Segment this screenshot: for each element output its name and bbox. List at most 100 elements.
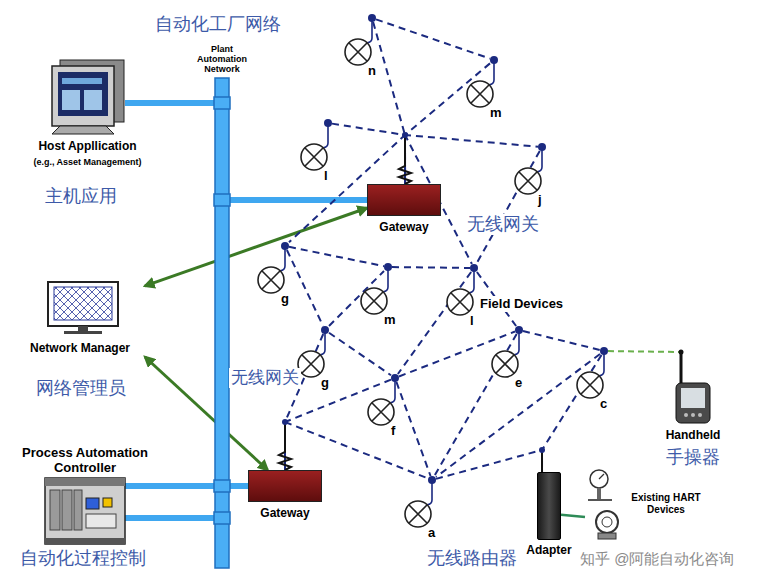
monitor-base: [64, 331, 102, 334]
field-device: e: [515, 326, 523, 334]
mesh-connector: [287, 250, 323, 326]
cabinet-top: [45, 478, 125, 486]
field-device-icon: [298, 330, 325, 377]
device-letter: j: [538, 193, 542, 207]
hart-label: Existing HART Devices: [624, 492, 708, 516]
mesh-connector: [289, 247, 384, 266]
handheld-antenna: [680, 352, 683, 384]
field-device: m: [384, 263, 392, 271]
field-device-icon: [515, 147, 542, 194]
handheld-button: [691, 413, 695, 417]
router-caption: 无线路由器: [427, 548, 517, 569]
mesh-connector: [392, 266, 470, 269]
field-device: a: [428, 476, 436, 484]
adapter-antenna: [541, 450, 543, 472]
status-module: [103, 498, 112, 507]
gateway-box: Gateway: [367, 184, 441, 216]
handheld-button: [698, 413, 702, 417]
network-caption: 自动化工厂网络: [155, 14, 281, 35]
device-letter: n: [368, 64, 376, 78]
network-manager: Network Manager: [15, 278, 145, 357]
field-device: g: [321, 326, 329, 334]
gateway-label: Gateway: [260, 506, 309, 520]
screen-bar: [62, 78, 102, 84]
field-device: c: [600, 347, 608, 355]
monitor-frame: [48, 282, 118, 326]
mesh-connector: [329, 333, 391, 376]
io-module: [62, 490, 72, 530]
device-letter: l: [324, 169, 328, 183]
network-bus: Plant Automation Network: [215, 78, 229, 568]
bus-connector: [125, 515, 215, 521]
cpu-module: [86, 498, 99, 509]
field-device-icon: [258, 246, 285, 293]
field-device: m: [490, 56, 498, 64]
transmitter-base: [598, 533, 616, 539]
controller-cabinet: [45, 478, 125, 544]
handheld-button: [684, 413, 688, 417]
field-device-icon: [301, 123, 328, 170]
field-device: j: [538, 143, 546, 151]
device-letter: m: [384, 313, 396, 327]
antenna-tip: [679, 350, 684, 355]
gateway-antenna: [279, 422, 291, 470]
cabinet-base: [45, 538, 125, 544]
panel-module: [86, 514, 116, 528]
device-letter: f: [391, 424, 395, 438]
process-pipe: [588, 499, 612, 501]
field-device-icon: [368, 378, 395, 425]
handheld-device: Handheld: [676, 383, 710, 423]
manager-label: Network Manager: [30, 341, 130, 355]
field-device-icon: [361, 267, 388, 314]
controller-caption: 自动化过程控制: [20, 548, 146, 569]
pressure-gauge: [590, 470, 608, 488]
bus-junction: [214, 97, 230, 109]
host-label: Host Appllication: [38, 139, 136, 153]
screen-panel: [84, 90, 102, 110]
controller-cabinet: Process Automation Controller: [45, 478, 125, 544]
controller-label: Process Automation Controller: [10, 445, 160, 475]
bus-junction: [214, 512, 230, 524]
mesh-connector: [436, 354, 600, 477]
mesh-connector: [285, 380, 391, 470]
device-letter: c: [600, 397, 607, 411]
bus-link: [125, 483, 215, 489]
gateway-label: Gateway: [379, 220, 428, 234]
mgr-connector: [145, 208, 367, 286]
device-letter: a: [428, 526, 435, 540]
field-device: l: [324, 119, 332, 127]
field-device: g: [281, 242, 289, 250]
handheld-screen: [681, 388, 705, 408]
mesh-connector: [436, 450, 542, 479]
bus-bar: [215, 78, 229, 568]
gateway-box: Gateway: [248, 470, 322, 502]
field-device: n: [368, 14, 376, 22]
field-device: l: [470, 264, 478, 272]
transmitter-face: [602, 517, 612, 527]
antenna-tip: [282, 419, 288, 425]
device-letter: g: [321, 376, 329, 390]
wire-connector: [561, 515, 585, 517]
gateway-caption: 无线网关: [229, 368, 301, 388]
field-device: f: [391, 374, 399, 382]
wireless-adapter: Adapter: [537, 472, 561, 540]
gateway-caption: 无线网关: [465, 214, 541, 235]
field-device-icon: [345, 18, 372, 65]
watermark: 知乎 @阿能自动化咨询: [580, 550, 734, 568]
handheld-caption: 手操器: [666, 447, 720, 468]
field-device-icon: [447, 268, 474, 315]
mesh-connector: [523, 331, 600, 350]
io-module: [74, 490, 82, 530]
monitor-stand: [78, 326, 88, 331]
bus-label: Plant Automation Network: [187, 45, 257, 75]
mesh-connector: [332, 124, 405, 184]
host-label: (e.g., Asset Management): [33, 157, 141, 167]
handheld-body: [676, 383, 710, 423]
bus-junction: [214, 194, 230, 206]
bus-junction: [214, 480, 230, 492]
device-letter: g: [281, 292, 289, 306]
gateway-antenna: [399, 135, 411, 184]
antenna-tip: [539, 447, 545, 453]
io-module: [50, 490, 60, 530]
